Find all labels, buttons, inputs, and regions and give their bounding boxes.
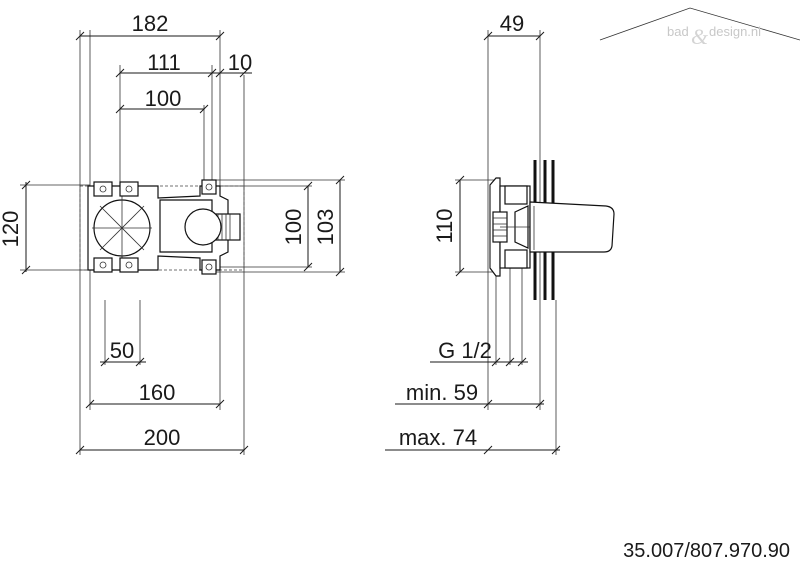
dimension-160: 160 — [139, 380, 176, 405]
dimension-182: 182 — [132, 11, 169, 36]
dimension-111: 111 — [147, 50, 180, 75]
dimension-50: 50 — [110, 338, 134, 363]
front-dimension-lines — [21, 31, 345, 455]
side-view: 49 110 G 1/2 min. 59 max. 74 — [385, 11, 615, 455]
watermark-ampersand: & — [691, 24, 709, 49]
watermark-logo: bad & design.nl — [599, 7, 800, 49]
dimension-200: 200 — [144, 425, 181, 450]
front-valve-body — [87, 179, 241, 275]
watermark-text-right: design.nl — [709, 24, 761, 39]
dimension-49: 49 — [500, 11, 524, 36]
watermark-text-left: bad — [667, 24, 689, 39]
dimension-120: 120 — [0, 211, 23, 248]
side-dimension-lines — [385, 31, 561, 455]
side-valve-body — [492, 185, 531, 269]
dimension-103: 103 — [313, 209, 338, 246]
thread-label: G 1/2 — [438, 338, 492, 363]
front-envelope-outline — [79, 185, 245, 271]
min-depth-label: min. 59 — [406, 380, 478, 405]
dimension-10: 10 — [228, 50, 252, 75]
side-cover-sleeve — [529, 201, 615, 253]
dimension-110: 110 — [432, 208, 457, 243]
front-view: 182 111 10 100 120 100 103 50 160 200 — [0, 11, 345, 455]
max-depth-label: max. 74 — [399, 425, 477, 450]
dimension-100-top: 100 — [145, 86, 182, 111]
dimension-100-right: 100 — [281, 209, 306, 246]
article-number: 35.007/807.970.90 — [623, 540, 790, 562]
